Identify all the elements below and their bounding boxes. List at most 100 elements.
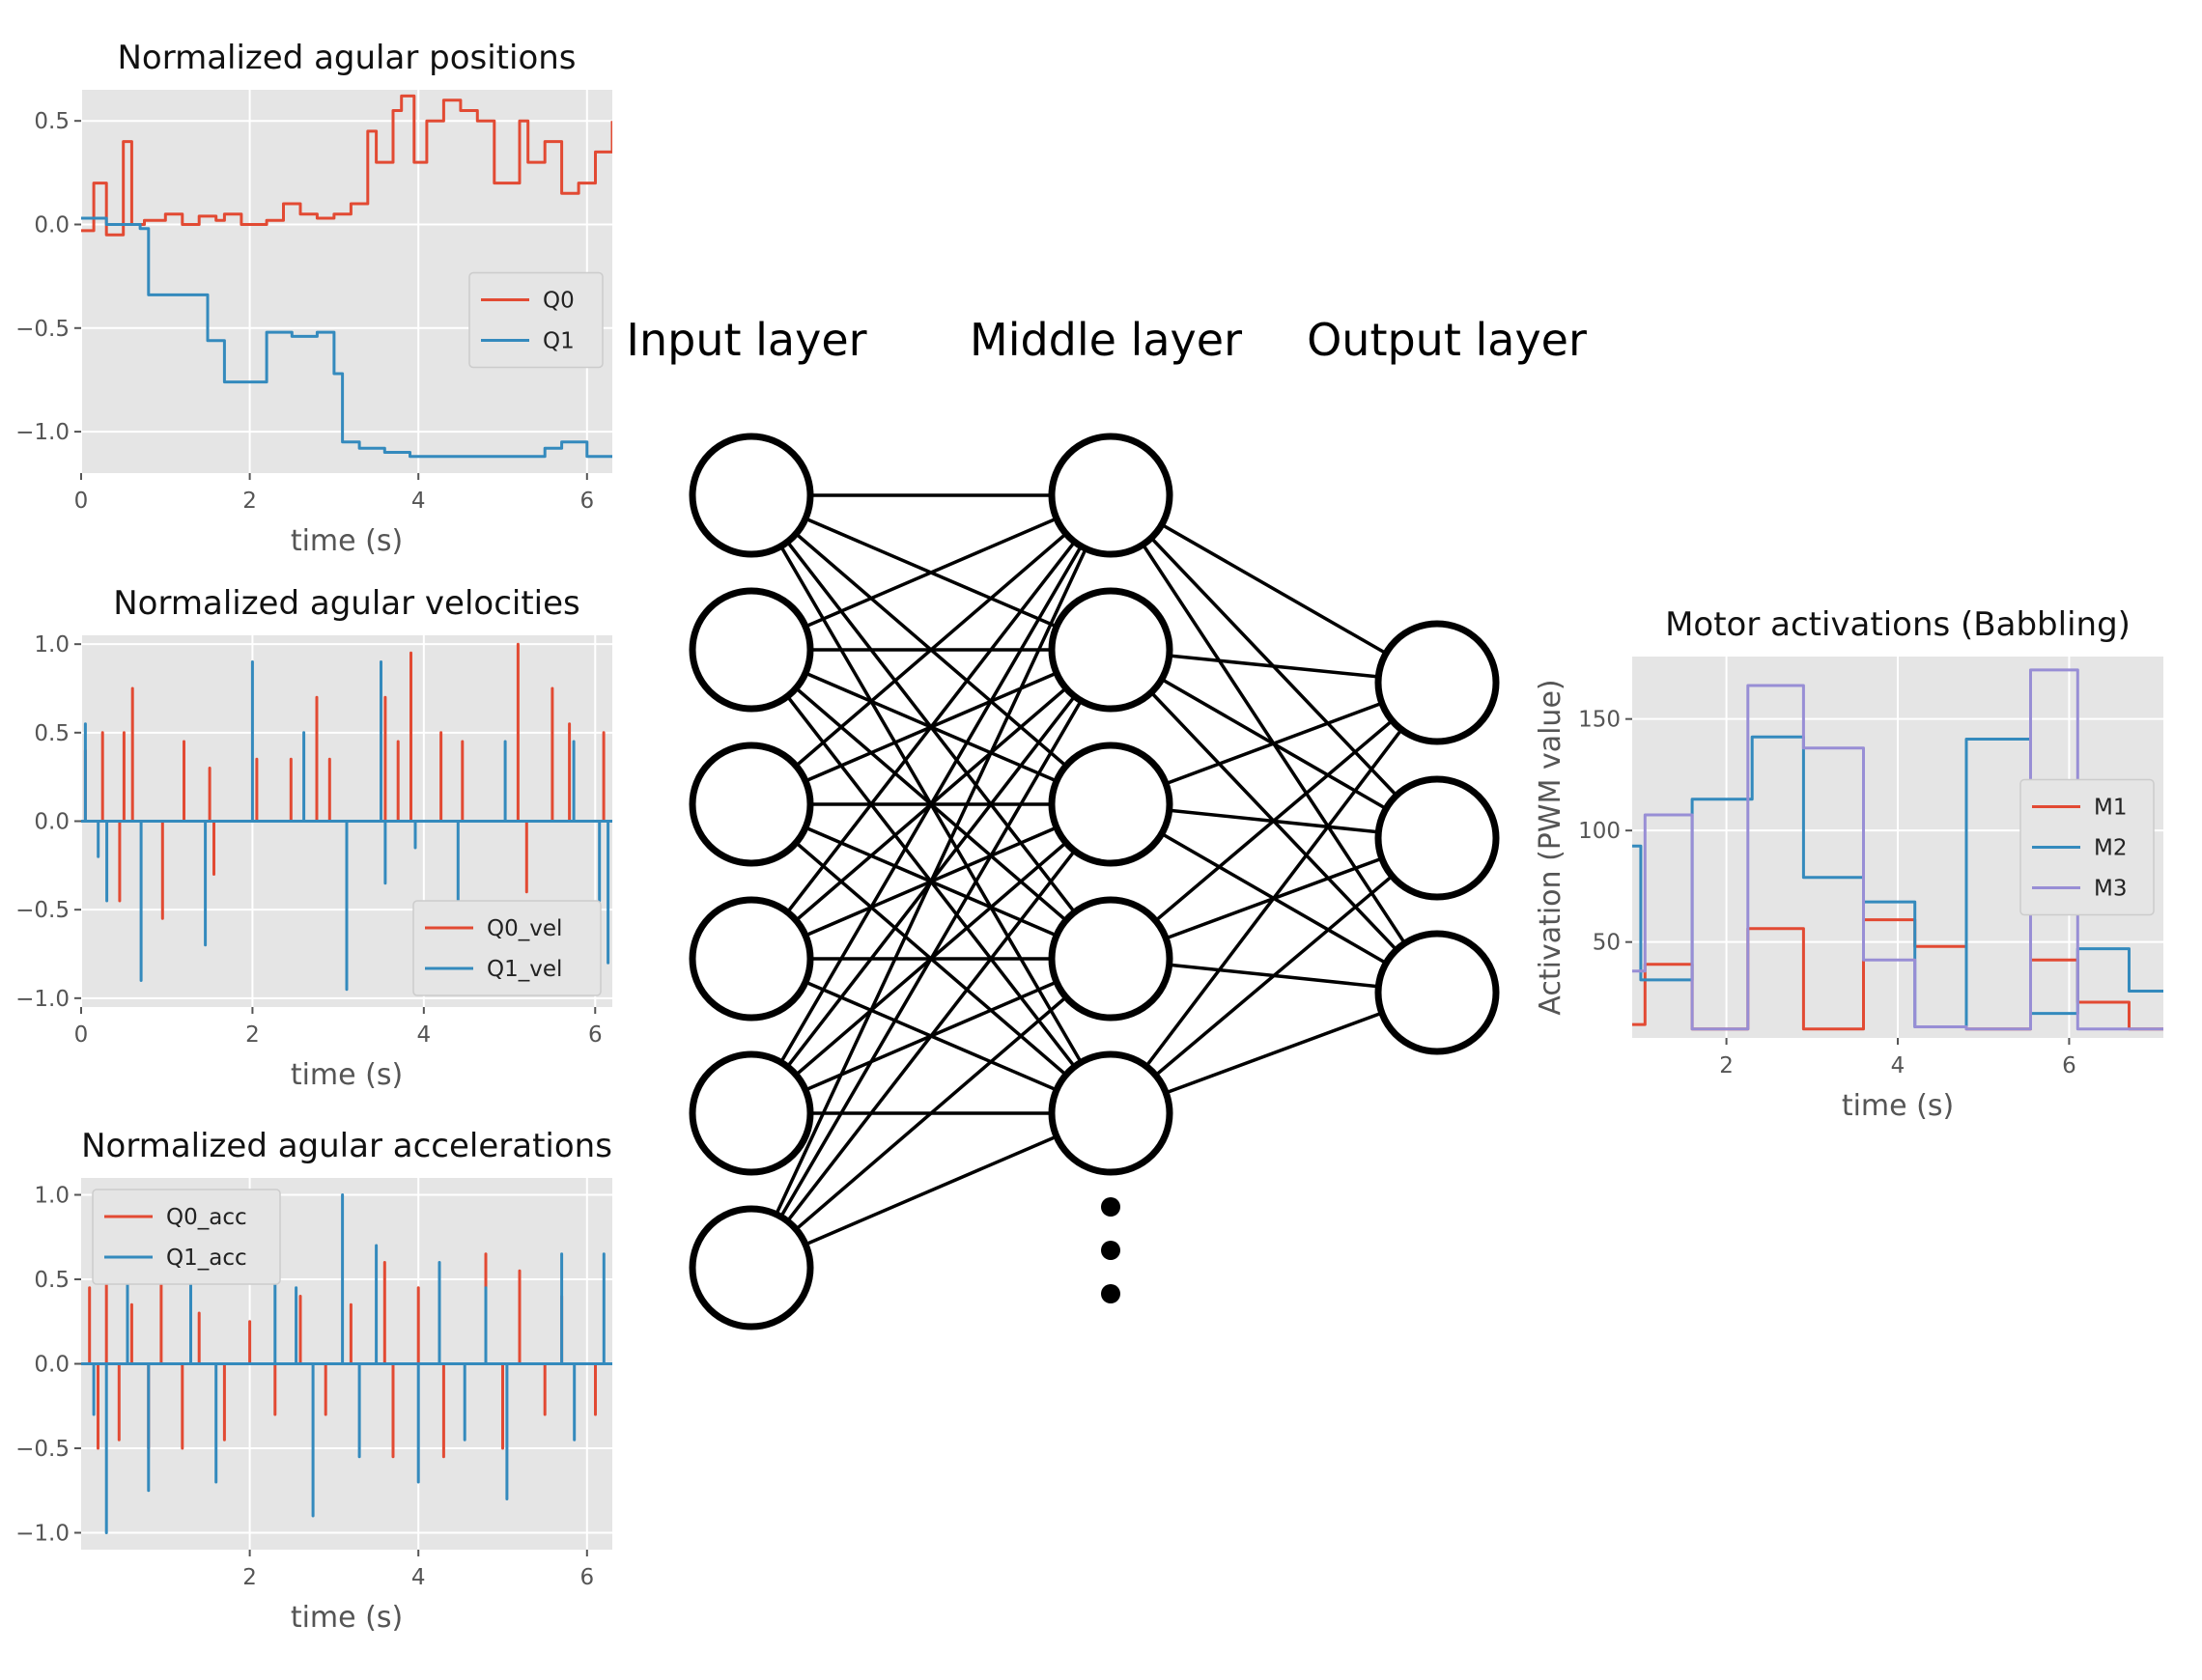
connection-middle-output bbox=[1109, 681, 1439, 961]
legend-label: Q1_vel bbox=[487, 957, 562, 982]
y-tick-label: 150 bbox=[1578, 708, 1621, 733]
x-tick-label: 2 bbox=[242, 489, 257, 514]
connection-middle-output bbox=[1109, 836, 1439, 1115]
connection-input-middle bbox=[749, 493, 1113, 806]
y-tick-label: 0.5 bbox=[34, 109, 70, 134]
chart-title: Normalized agular velocities bbox=[113, 584, 580, 623]
x-tick-label: 4 bbox=[411, 1565, 426, 1590]
middle-neuron bbox=[1048, 742, 1173, 867]
legend-label: M1 bbox=[2094, 796, 2127, 821]
connection-middle-output bbox=[1109, 681, 1439, 1115]
output-neuron bbox=[1374, 775, 1500, 901]
series-line-q0 bbox=[81, 94, 612, 237]
y-tick-label: −0.5 bbox=[15, 898, 70, 923]
connection-input-middle bbox=[749, 957, 1113, 1270]
connection-input-middle bbox=[749, 802, 1113, 1270]
legend-box bbox=[92, 1189, 281, 1285]
y-tick-label: 0.5 bbox=[34, 721, 70, 746]
middle-neuron bbox=[1048, 587, 1173, 713]
middle-layer-label: Middle layer bbox=[970, 314, 1242, 366]
input-neuron bbox=[689, 742, 814, 867]
connection-input-middle bbox=[749, 493, 1113, 961]
connection-input-middle bbox=[750, 1111, 1112, 1270]
x-axis-label: time (s) bbox=[291, 1058, 403, 1092]
y-tick-label: −1.0 bbox=[15, 987, 70, 1012]
output-layer-label: Output layer bbox=[1307, 314, 1587, 366]
legend-label: M2 bbox=[2094, 836, 2127, 861]
y-tick-label: −0.5 bbox=[15, 317, 70, 342]
x-tick-label: 6 bbox=[579, 489, 594, 514]
x-tick-label: 4 bbox=[417, 1022, 432, 1048]
connection-input-middle bbox=[749, 494, 1113, 1114]
x-tick-label: 2 bbox=[245, 1022, 260, 1048]
x-axis-label: time (s) bbox=[1842, 1089, 1954, 1123]
legend-label: Q0_vel bbox=[487, 916, 562, 941]
ellipsis-dot bbox=[1101, 1197, 1120, 1217]
x-axis-label: time (s) bbox=[291, 524, 403, 558]
input-neuron bbox=[689, 1205, 814, 1330]
series-line-m3 bbox=[1632, 668, 2163, 1031]
legend-label: Q0_acc bbox=[166, 1205, 247, 1230]
series-group bbox=[81, 94, 612, 459]
x-tick-label: 0 bbox=[74, 1022, 89, 1048]
x-tick-label: 6 bbox=[588, 1022, 603, 1048]
legend-box bbox=[468, 271, 604, 369]
series-line-q1_acc bbox=[81, 1193, 612, 1534]
y-tick-label: 1.0 bbox=[34, 1184, 70, 1209]
chart-title: Normalized agular accelerations bbox=[81, 1127, 612, 1165]
output-neuron bbox=[1374, 620, 1500, 745]
series-group bbox=[1632, 668, 2163, 1031]
legend-label: M3 bbox=[2094, 877, 2127, 902]
middle-neuron bbox=[1048, 896, 1173, 1022]
chart-title: Motor activations (Babbling) bbox=[1665, 605, 2131, 644]
x-tick-label: 4 bbox=[411, 489, 426, 514]
y-tick-label: −1.0 bbox=[15, 1522, 70, 1547]
accelerations-chart: 2 4 6 1.0 0.5 0.0 −0.5 −1.0 Normalized agular ac… bbox=[15, 1127, 612, 1635]
y-tick-label: 0.5 bbox=[34, 1268, 70, 1293]
velocities-chart: 0 2 4 6 1.0 0.5 0.0 −0.5 −1.0 Normalized agular v… bbox=[15, 584, 612, 1092]
input-layer-label: Input layer bbox=[626, 314, 866, 366]
x-tick-label: 2 bbox=[242, 1565, 257, 1590]
y-tick-label: 50 bbox=[1593, 931, 1621, 956]
chart-title: Normalized agular positions bbox=[117, 39, 576, 77]
ellipsis-dot bbox=[1101, 1241, 1120, 1260]
network-nodes bbox=[689, 433, 1500, 1330]
series-line-q0_vel bbox=[81, 642, 612, 920]
input-neuron bbox=[689, 433, 814, 558]
series-line-q1 bbox=[81, 216, 612, 459]
x-tick-label: 0 bbox=[74, 489, 89, 514]
x-tick-label: 2 bbox=[1719, 1053, 1734, 1078]
ellipsis-dot bbox=[1101, 1284, 1120, 1303]
y-tick-label: 1.0 bbox=[34, 632, 70, 658]
legend-label: Q1_acc bbox=[166, 1246, 247, 1271]
x-tick-label: 6 bbox=[579, 1565, 594, 1590]
input-neuron bbox=[689, 1050, 814, 1176]
y-tick-label: 0.0 bbox=[34, 810, 70, 835]
series-group bbox=[81, 642, 612, 992]
x-tick-label: 6 bbox=[2062, 1053, 2076, 1078]
x-tick-label: 4 bbox=[1891, 1053, 1906, 1078]
connection-middle-output bbox=[1110, 493, 1438, 685]
output-neuron bbox=[1374, 930, 1500, 1055]
y-tick-label: 0.0 bbox=[34, 1353, 70, 1378]
legend-label: Q1 bbox=[543, 329, 575, 354]
series-group bbox=[81, 1193, 612, 1534]
y-tick-label: −1.0 bbox=[15, 420, 70, 445]
series-line-q1_vel bbox=[81, 660, 612, 992]
connection-input-middle bbox=[749, 494, 1113, 1269]
x-axis-label: time (s) bbox=[291, 1601, 403, 1635]
legend-box bbox=[412, 900, 602, 996]
y-tick-label: −0.5 bbox=[15, 1437, 70, 1462]
input-neuron bbox=[689, 896, 814, 1022]
middle-neuron bbox=[1048, 1050, 1173, 1176]
legend-label: Q0 bbox=[543, 289, 575, 314]
y-axis-label: Activation (PWM value) bbox=[1534, 679, 1567, 1015]
middle-neuron bbox=[1048, 433, 1173, 558]
input-neuron bbox=[689, 587, 814, 713]
legend-box bbox=[2019, 778, 2155, 916]
